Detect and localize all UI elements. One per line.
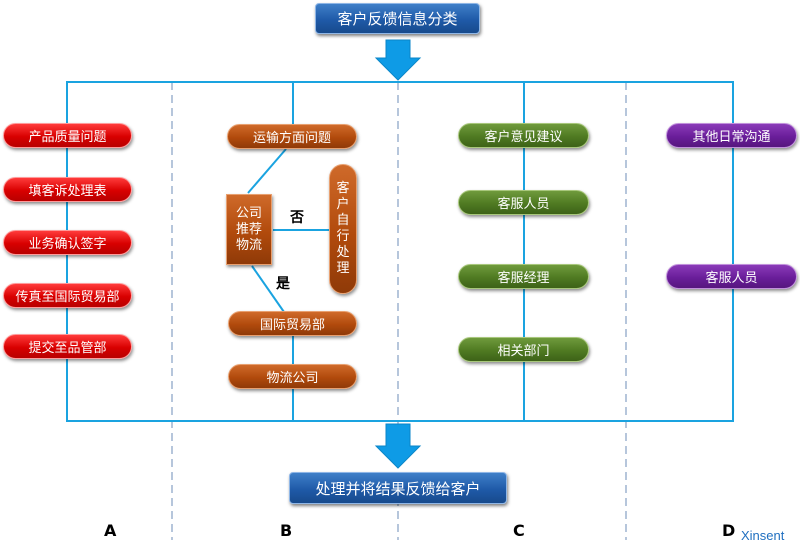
recommend-line-2: 推荐 (235, 221, 262, 237)
col-a-item: 提交至品管部 (3, 334, 132, 359)
col-b-recommend: 公司 推荐 物流 (226, 194, 272, 265)
column-label-c: C (513, 521, 525, 540)
self-char-4: 行 (336, 229, 350, 244)
col-c-item: 客户意见建议 (458, 123, 589, 148)
self-char-5: 处 (336, 245, 350, 260)
arrow-down-top (374, 39, 422, 81)
self-char-2: 户 (336, 197, 350, 212)
self-char-1: 客 (336, 181, 350, 196)
recommend-line-3: 物流 (235, 237, 262, 253)
col-a-item: 传真至国际贸易部 (3, 283, 132, 308)
col-b-trade: 国际贸易部 (228, 311, 357, 336)
footer-box: 处理并将结果反馈给客户 (289, 472, 507, 504)
col-b-logistics: 物流公司 (228, 364, 357, 389)
main-frame (66, 81, 734, 422)
col-d-item: 其他日常沟通 (666, 123, 797, 148)
col-b-top: 运输方面问题 (227, 124, 357, 149)
col-b-self: 客 户 自 行 处 理 (329, 164, 357, 294)
no-label: 否 (290, 210, 304, 226)
col-c-item: 客服经理 (458, 264, 589, 289)
title-box: 客户反馈信息分类 (315, 3, 480, 34)
col-a-item: 填客诉处理表 (3, 177, 132, 202)
recommend-to-trade (251, 265, 285, 313)
top-to-recommend (247, 148, 287, 194)
watermark: Xinsent (741, 528, 785, 543)
column-label-d: D (722, 521, 736, 540)
self-char-3: 自 (336, 213, 350, 228)
column-label-a: A (104, 521, 117, 540)
col-c-item: 相关部门 (458, 337, 589, 362)
col-a-item: 业务确认签字 (3, 230, 132, 255)
column-label-b: B (280, 521, 293, 540)
recommend-line-1: 公司 (235, 205, 262, 221)
self-char-6: 理 (336, 261, 350, 276)
yes-label: 是 (276, 276, 290, 292)
arrow-down-bottom (374, 423, 422, 469)
col-c-item: 客服人员 (458, 190, 589, 215)
col-d-item: 客服人员 (666, 264, 797, 289)
col-a-item: 产品质量问题 (3, 123, 132, 148)
